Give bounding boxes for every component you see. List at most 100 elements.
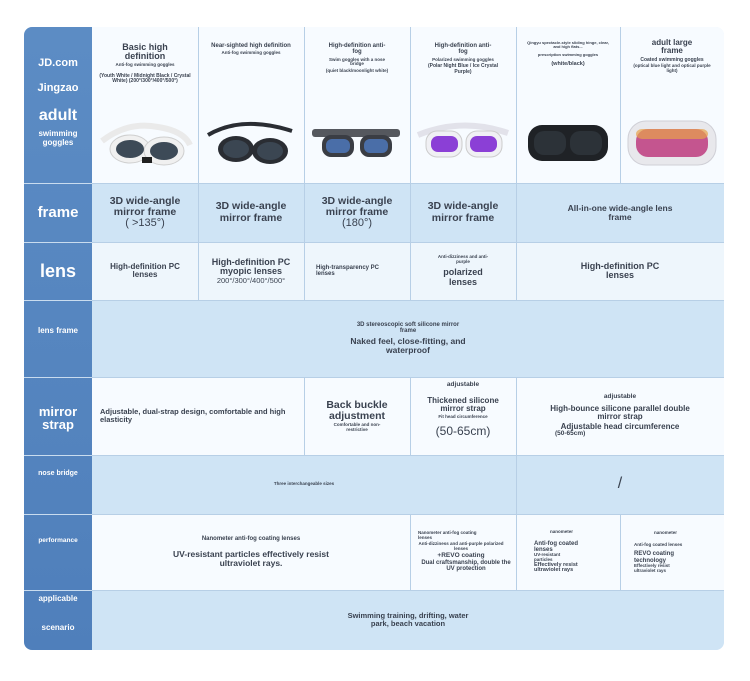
grid-line — [516, 377, 517, 514]
strap-top: adjustable — [446, 381, 480, 388]
frame-angle: (180°) — [341, 216, 373, 229]
product-header-4: High-definition anti-fog Polarized swimm… — [410, 27, 516, 183]
lens-cell-4: Anti-dizziness and anti-purple polarized… — [410, 242, 516, 300]
product-subtitle: Anti-fog swimming goggles — [115, 61, 175, 67]
product-note: (optical blue light and optical purple l… — [633, 63, 711, 73]
lens-text: High-transparency PC lenses — [316, 264, 380, 277]
nose-bridge-cell-none: / — [516, 455, 724, 514]
lens-frame-text: Naked feel, close-fitting, and waterproo… — [350, 336, 466, 356]
grid-line — [410, 514, 411, 590]
divider — [24, 377, 92, 378]
grid-line — [304, 377, 305, 455]
performance-text: +REVO coating — [437, 552, 485, 560]
product-title: Basic high definition — [122, 42, 168, 62]
frame-angle: ( >135°) — [125, 216, 165, 229]
frame-text: 3D wide-angle mirror frame — [427, 200, 499, 224]
grid-line — [410, 27, 411, 300]
product-note: (quiet black/moonlight white) — [325, 68, 389, 74]
strap-range: (50-65cm) — [555, 430, 586, 438]
grid-line — [516, 514, 517, 590]
frame-cell-1: 3D wide-angle mirror frame ( >135°) — [92, 183, 198, 242]
nose-bridge-slash: / — [617, 475, 623, 493]
divider — [24, 242, 92, 243]
strap-subtext: Fit head circumference — [438, 413, 488, 419]
divider — [24, 300, 92, 301]
goggle-image-2 — [206, 121, 293, 164]
performance-text: Dual craftsmanship, double the UV protec… — [421, 560, 511, 573]
performance-text: Anti-fog coated lenses — [534, 540, 578, 553]
performance-text: REVO coating technology — [634, 551, 675, 564]
nose-bridge-text: Three interchangeable sizes — [273, 481, 335, 487]
product-header-3: High-definition anti-fog Swim goggles wi… — [304, 27, 410, 183]
frame-text: All-in-one wide-angle lens frame — [567, 202, 673, 222]
strap-text: Back buckle adjustment — [326, 398, 388, 422]
product-title: adult large frame — [651, 38, 693, 56]
strap-subtext: Comfortable and non-restrictive — [333, 421, 381, 432]
strap-top: adjustable — [603, 393, 637, 401]
strap-cell-3: adjustable Thickened silicone mirror str… — [410, 377, 516, 455]
product-header-2: Near-sighted high definition Anti-fog sw… — [198, 27, 304, 183]
goggle-image-1 — [100, 122, 193, 166]
product-subtitle: Polarized swimming goggles — [432, 56, 494, 62]
brand-jd: JD.com — [38, 57, 78, 69]
product-subtitle: Coated swimming goggles — [640, 56, 704, 63]
grid-line — [92, 590, 724, 591]
brand-jingzao: Jingzao — [37, 82, 79, 94]
performance-top: nanometer — [654, 529, 678, 535]
row-label-nose-bridge: nose bridge — [38, 470, 78, 477]
row-label-mirror-strap: mirror strap — [38, 404, 78, 432]
product-note: (white/black) — [551, 60, 585, 67]
brand-adult: adult — [38, 107, 78, 124]
comparison-table: JD.com Jingzao adult swimming goggles fr… — [24, 27, 724, 650]
frame-cell-5: All-in-one wide-angle lens frame — [516, 183, 724, 242]
lens-cell-2: High-definition PC myopic lenses 200°/30… — [198, 242, 304, 300]
grid-line — [198, 27, 199, 300]
lens-subtext: Anti-dizziness and anti-purple — [437, 253, 489, 264]
lens-cell-1: High-definition PC lenses — [92, 242, 198, 300]
strap-cell-1: Adjustable, dual-strap design, comfortab… — [92, 377, 304, 455]
frame-cell-2: 3D wide-angle mirror frame — [198, 183, 304, 242]
lens-frame-cell: 3D stereoscopic soft silicone mirror fra… — [92, 300, 724, 377]
performance-subtext: Anti-fog coated lenses — [634, 542, 683, 548]
grid-line — [304, 27, 305, 300]
lens-cell-3: High-transparency PC lenses — [304, 242, 410, 300]
product-subtitle: prescription swimming goggles — [537, 52, 599, 58]
performance-subtext: Nanometer anti-fog coating lenses — [201, 535, 301, 542]
product-note: (Polar Night Blue / Ice Crystal Purple) — [427, 63, 499, 75]
row-label-lens-frame: lens frame — [37, 326, 79, 335]
row-label-frame: frame — [37, 204, 79, 221]
grid-line — [92, 242, 724, 243]
product-title: Near-sighted high definition — [211, 43, 291, 49]
divider — [24, 514, 92, 515]
row-label-scenario: scenario — [41, 623, 75, 632]
performance-subtext: Nanometer anti-fog coating lenses — [418, 530, 477, 541]
strap-text: High-bounce silicone parallel double mir… — [550, 403, 690, 422]
product-subtitle: Anti-fog swimming goggles — [221, 50, 281, 56]
product-title: High-definition anti-fog — [434, 43, 492, 56]
grid-line — [410, 377, 411, 455]
scenario-cell: Swimming training, drifting, water park,… — [92, 590, 724, 650]
frame-text: 3D wide-angle mirror frame — [215, 200, 287, 224]
strap-text: Thickened silicone mirror strap — [427, 395, 499, 414]
row-label-applicable: applicable — [38, 594, 78, 603]
product-title: Qingyu spectacle-style sliding hinge, cl… — [527, 40, 609, 50]
performance-cell-3: nanometer Anti-fog coated lenses UV-resi… — [516, 514, 620, 590]
strap-cell-4: adjustable High-bounce silicone parallel… — [516, 377, 724, 455]
scenario-text: Swimming training, drifting, water park,… — [347, 611, 469, 628]
goggle-image-3 — [312, 129, 400, 157]
goggle-image-6 — [627, 120, 717, 166]
grid-line — [92, 455, 724, 456]
divider — [24, 183, 92, 184]
divider — [24, 455, 92, 456]
grid-line — [620, 514, 621, 590]
performance-cell-2: Nanometer anti-fog coating lenses Anti-d… — [410, 514, 516, 590]
lens-cell-5: High-definition PC lenses — [516, 242, 724, 300]
grid-line — [516, 27, 517, 300]
grid-line — [92, 183, 724, 184]
brand-swimming-goggles: swimming goggles — [38, 129, 78, 147]
grid-line — [620, 27, 621, 183]
goggle-image-5 — [528, 125, 608, 161]
product-subtitle: Swim goggles with a nose bridge — [328, 56, 385, 67]
strap-cell-2: Back buckle adjustment Comfortable and n… — [304, 377, 410, 455]
lens-frame-subtext: 3D stereoscopic soft silicone mirror fra… — [356, 321, 460, 335]
